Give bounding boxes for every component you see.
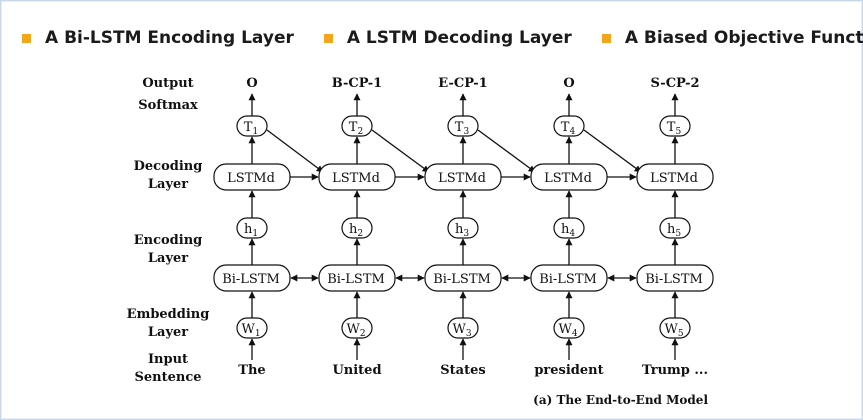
svg-text:h5: h5 <box>667 222 681 239</box>
header-legend: A Bi-LSTM Encoding Layer A LSTM Decoding … <box>22 26 863 50</box>
square-bullet-icon <box>323 33 333 43</box>
input-token-5: Trump ... <box>642 363 708 378</box>
square-bullet-icon <box>601 33 611 43</box>
svg-text:LSTMd: LSTMd <box>227 171 275 186</box>
svg-text:LSTMd: LSTMd <box>438 171 486 186</box>
svg-text:T5: T5 <box>667 120 682 137</box>
lstm-decoder-node-5: LSTMd <box>636 163 714 191</box>
svg-text:T2: T2 <box>349 120 363 137</box>
svg-text:W3: W3 <box>452 322 471 339</box>
svg-text:Bi-LSTM: Bi-LSTM <box>539 272 597 287</box>
bilstm-encoder-node-1: Bi-LSTM <box>213 264 291 292</box>
hidden-state-node-4: h4 <box>553 217 585 239</box>
lstm-decoder-node-3: LSTMd <box>424 163 502 191</box>
lstm-decoder-node-4: LSTMd <box>530 163 608 191</box>
output-tag-4: O <box>563 76 574 91</box>
tag-node-5: T5 <box>659 115 691 137</box>
svg-text:W1: W1 <box>241 322 260 339</box>
hidden-state-node-1: h1 <box>236 217 268 239</box>
tag-node-3: T3 <box>447 115 479 137</box>
figure-caption: (a) The End-to-End Model <box>533 393 708 407</box>
input-token-4: president <box>534 363 603 378</box>
svg-text:h3: h3 <box>455 222 469 239</box>
arrow-tag-3-to-decoder-4 <box>477 129 536 173</box>
square-bullet-icon <box>22 33 31 43</box>
word-embedding-node-1: W1 <box>236 317 268 339</box>
input-token-3: States <box>440 363 485 378</box>
svg-text:LSTMd: LSTMd <box>544 171 592 186</box>
svg-text:T4: T4 <box>561 120 576 137</box>
hidden-state-node-5: h5 <box>659 217 691 239</box>
svg-text:Bi-LSTM: Bi-LSTM <box>327 272 385 287</box>
word-embedding-node-2: W2 <box>341 317 373 339</box>
svg-text:h2: h2 <box>349 222 363 239</box>
hidden-state-node-2: h2 <box>341 217 373 239</box>
legend-label: A LSTM Decoding Layer <box>346 28 572 48</box>
arrow-tag-4-to-decoder-5 <box>583 129 642 173</box>
legend-item-3: A Biased Objective Function <box>601 28 863 48</box>
input-token-2: United <box>332 363 381 378</box>
legend-item-1: A Bi-LSTM Encoding Layer <box>22 28 294 48</box>
input-token-1: The <box>238 363 265 378</box>
svg-text:LSTMd: LSTMd <box>332 171 380 186</box>
row-label-output: Output <box>142 76 193 91</box>
output-tag-3: E-CP-1 <box>438 76 487 91</box>
svg-text:Bi-LSTM: Bi-LSTM <box>433 272 491 287</box>
svg-text:T3: T3 <box>455 120 470 137</box>
legend-label: A Biased Objective Function <box>624 28 863 48</box>
output-tag-2: B-CP-1 <box>332 76 382 91</box>
legend-item-2: A LSTM Decoding Layer <box>323 28 572 48</box>
svg-text:h4: h4 <box>561 222 575 239</box>
word-embedding-node-3: W3 <box>447 317 479 339</box>
svg-text:T1: T1 <box>244 120 258 137</box>
lstm-decoder-node-1: LSTMd <box>213 163 291 191</box>
row-label-softmax: Softmax <box>138 98 198 113</box>
tag-node-2: T2 <box>341 115 373 137</box>
svg-text:W2: W2 <box>346 322 365 339</box>
output-tag-5: S-CP-2 <box>650 76 699 91</box>
svg-text:LSTMd: LSTMd <box>650 171 698 186</box>
arrow-tag-2-to-decoder-3 <box>371 129 430 173</box>
tag-node-4: T4 <box>553 115 585 137</box>
word-embedding-node-5: W5 <box>659 317 691 339</box>
bilstm-encoder-node-2: Bi-LSTM <box>318 264 396 292</box>
bilstm-encoder-node-4: Bi-LSTM <box>530 264 608 292</box>
svg-text:W5: W5 <box>664 322 683 339</box>
lstm-decoder-node-2: LSTMd <box>318 163 396 191</box>
legend-label: A Bi-LSTM Encoding Layer <box>45 28 294 48</box>
hidden-state-node-3: h3 <box>447 217 479 239</box>
arrow-tag-1-to-decoder-2 <box>266 129 324 173</box>
bilstm-encoder-node-3: Bi-LSTM <box>424 264 502 292</box>
svg-text:h1: h1 <box>244 222 258 239</box>
svg-text:W4: W4 <box>558 322 577 339</box>
output-tag-1: O <box>246 76 257 91</box>
tag-node-1: T1 <box>236 115 268 137</box>
word-embedding-node-4: W4 <box>553 317 585 339</box>
bilstm-encoder-node-5: Bi-LSTM <box>636 264 714 292</box>
svg-text:Bi-LSTM: Bi-LSTM <box>645 272 703 287</box>
svg-text:Bi-LSTM: Bi-LSTM <box>222 272 280 287</box>
